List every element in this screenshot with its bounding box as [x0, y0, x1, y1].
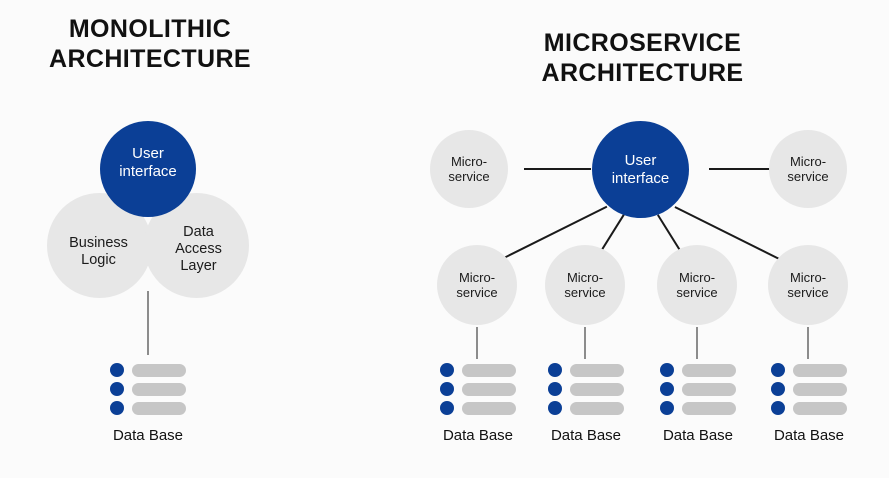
microservice-database-label-4: Data Base — [773, 427, 845, 444]
connector-service-4-to-db — [807, 327, 809, 359]
db-bar-icon — [682, 401, 736, 415]
db-dot-icon — [771, 363, 785, 377]
db-bar-icon — [570, 363, 624, 377]
microservice-label: Micro- service — [676, 270, 718, 300]
db-bar-icon — [682, 382, 736, 396]
db-bar-icon — [682, 363, 736, 377]
db-row — [771, 382, 847, 396]
db-bar-icon — [132, 382, 186, 396]
db-bar-icon — [462, 363, 516, 377]
microservice-title-line1: MICROSERVICE — [543, 29, 742, 57]
db-dot-icon — [660, 401, 674, 415]
connector-service-3-to-db — [696, 327, 698, 359]
db-dot-icon — [660, 363, 674, 377]
microservice-label: Micro- service — [456, 270, 498, 300]
db-dot-icon — [440, 382, 454, 396]
microservice-circle-left[interactable]: Micro- service — [430, 130, 508, 208]
db-bar-icon — [793, 382, 847, 396]
db-bar-icon — [793, 401, 847, 415]
db-row — [771, 363, 847, 377]
db-row — [548, 363, 624, 377]
db-row — [548, 382, 624, 396]
microservice-label: Micro- service — [448, 154, 490, 184]
monolithic-db-connector — [147, 291, 149, 355]
db-dot-icon — [110, 363, 124, 377]
db-row — [548, 401, 624, 415]
monolithic-title-line1: MONOLITHIC — [68, 15, 232, 43]
microservice-label: Micro- service — [787, 270, 829, 300]
db-dot-icon — [440, 401, 454, 415]
monolithic-user-interface-label: User interface — [119, 145, 177, 180]
db-row — [110, 363, 186, 377]
db-dot-icon — [548, 401, 562, 415]
db-row — [660, 382, 736, 396]
microservice-database-icon-2: Data Base — [548, 363, 624, 444]
connector-ui-to-right-service — [709, 168, 776, 170]
microservice-label: Micro- service — [564, 270, 606, 300]
db-row — [440, 382, 516, 396]
microservice-database-label-2: Data Base — [550, 427, 622, 444]
data-access-layer-label: Data Access Layer — [175, 224, 222, 274]
microservice-database-label-1: Data Base — [442, 427, 514, 444]
db-dot-icon — [110, 401, 124, 415]
db-row — [110, 382, 186, 396]
microservice-title-line2: ARCHITECTURE — [541, 59, 744, 87]
microservice-circle-2[interactable]: Micro- service — [545, 245, 625, 325]
db-bar-icon — [570, 401, 624, 415]
business-logic-label: Business Logic — [69, 234, 128, 268]
db-bar-icon — [462, 401, 516, 415]
db-bar-icon — [132, 363, 186, 377]
connector-service-2-to-db — [584, 327, 586, 359]
microservice-circle-right[interactable]: Micro- service — [769, 130, 847, 208]
microservice-label: Micro- service — [787, 154, 829, 184]
db-row — [771, 401, 847, 415]
db-bar-icon — [462, 382, 516, 396]
db-row — [660, 401, 736, 415]
monolithic-user-interface-circle[interactable]: User interface — [100, 121, 196, 217]
microservice-circle-4[interactable]: Micro- service — [768, 245, 848, 325]
microservice-user-interface-label: User interface — [611, 151, 670, 187]
db-row — [110, 401, 186, 415]
db-dot-icon — [771, 401, 785, 415]
db-row — [440, 401, 516, 415]
monolithic-database-icon: Data Base — [110, 363, 186, 444]
microservice-circle-3[interactable]: Micro- service — [657, 245, 737, 325]
db-row — [440, 363, 516, 377]
db-dot-icon — [771, 382, 785, 396]
db-bar-icon — [132, 401, 186, 415]
db-bar-icon — [793, 363, 847, 377]
db-dot-icon — [440, 363, 454, 377]
microservice-user-interface-circle[interactable]: User interface — [592, 121, 689, 218]
microservice-database-icon-3: Data Base — [660, 363, 736, 444]
microservice-database-icon-4: Data Base — [771, 363, 847, 444]
connector-ui-to-left-service — [524, 168, 591, 170]
db-dot-icon — [548, 382, 562, 396]
connector-service-1-to-db — [476, 327, 478, 359]
monolithic-database-label: Data Base — [112, 427, 184, 444]
microservice-database-label-3: Data Base — [662, 427, 734, 444]
db-bar-icon — [570, 382, 624, 396]
db-row — [660, 363, 736, 377]
microservice-database-icon-1: Data Base — [440, 363, 516, 444]
db-dot-icon — [548, 363, 562, 377]
db-dot-icon — [660, 382, 674, 396]
db-dot-icon — [110, 382, 124, 396]
monolithic-title-line2: ARCHITECTURE — [48, 45, 252, 73]
microservice-circle-1[interactable]: Micro- service — [437, 245, 517, 325]
